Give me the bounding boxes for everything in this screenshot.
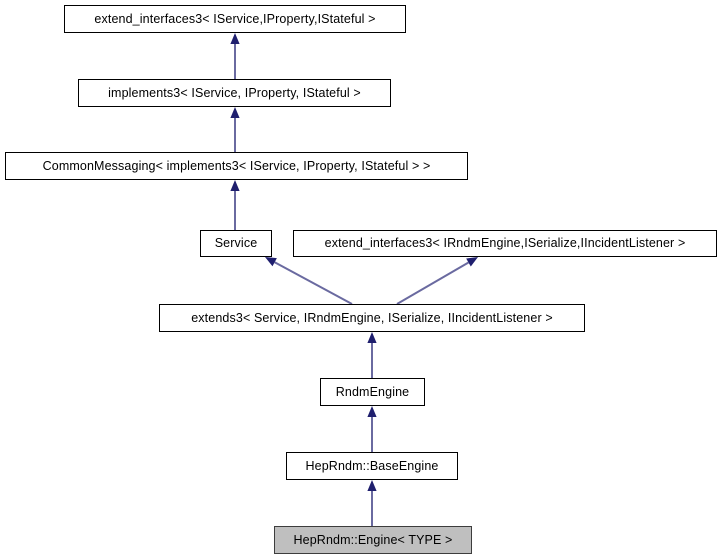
- class-node-hep_base_engine[interactable]: HepRndm::BaseEngine: [286, 452, 458, 480]
- inheritance-arrow-head: [265, 257, 277, 267]
- inheritance-arrow-head: [230, 107, 240, 118]
- class-node-label: HepRndm::Engine< TYPE >: [293, 532, 453, 547]
- class-node-label: Service: [214, 236, 258, 251]
- class-node-label: extends3< Service, IRndmEngine, ISeriali…: [191, 310, 553, 325]
- inheritance-arrow-head: [230, 180, 240, 191]
- class-node-label: extend_interfaces3< IRndmEngine,ISeriali…: [324, 236, 686, 251]
- inheritance-arrow-head: [367, 406, 377, 417]
- class-node-label: HepRndm::BaseEngine: [305, 458, 439, 473]
- class-node-service[interactable]: Service: [200, 230, 272, 257]
- inheritance-arrow-head: [466, 257, 478, 267]
- class-node-label: RndmEngine: [335, 384, 410, 399]
- class-node-extend_interfaces3_rndm[interactable]: extend_interfaces3< IRndmEngine,ISeriali…: [293, 230, 717, 257]
- class-node-extend_interfaces3_service[interactable]: extend_interfaces3< IService,IProperty,I…: [64, 5, 406, 33]
- inheritance-edge-line: [274, 261, 353, 305]
- class-node-common_messaging[interactable]: CommonMessaging< implements3< IService, …: [5, 152, 468, 180]
- inheritance-edge-line: [396, 261, 469, 305]
- class-node-implements3[interactable]: implements3< IService, IProperty, IState…: [78, 79, 391, 107]
- class-node-rndm_engine[interactable]: RndmEngine: [320, 378, 425, 406]
- class-node-label: extend_interfaces3< IService,IProperty,I…: [94, 11, 376, 26]
- class-node-label: implements3< IService, IProperty, IState…: [108, 85, 361, 100]
- inheritance-arrow-head: [367, 332, 377, 343]
- inheritance-arrow-head: [230, 33, 240, 44]
- inheritance-arrow-head: [367, 480, 377, 491]
- class-node-label: CommonMessaging< implements3< IService, …: [42, 158, 431, 173]
- class-node-extends3[interactable]: extends3< Service, IRndmEngine, ISeriali…: [159, 304, 585, 332]
- class-node-hep_engine_type[interactable]: HepRndm::Engine< TYPE >: [274, 526, 472, 554]
